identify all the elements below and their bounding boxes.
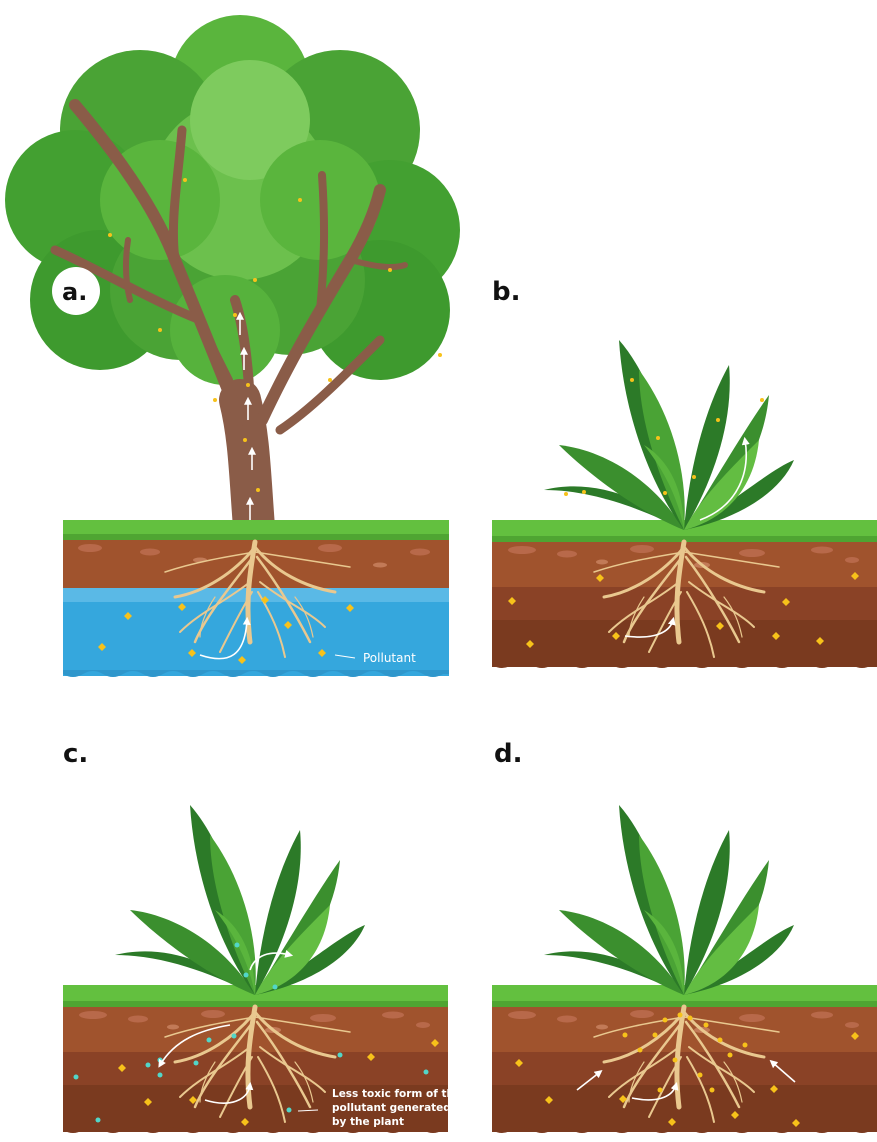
- panel-c: c. Less toxic form of the pollutant gene…: [63, 739, 461, 1133]
- panel-d: d.: [492, 739, 877, 1133]
- panel-a-letter: a.: [62, 278, 87, 306]
- panel-b: b.: [492, 277, 877, 668]
- plant-c: [115, 805, 365, 995]
- svg-text:pollutant generated: pollutant generated: [332, 1102, 451, 1114]
- panel-a: Pollutant a.: [5, 15, 460, 677]
- plant-d: [544, 805, 794, 995]
- panel-c-letter: c.: [63, 739, 88, 769]
- plant-b: [544, 340, 794, 530]
- pollutant-label: Pollutant: [363, 651, 416, 665]
- panel-b-letter: b.: [492, 277, 521, 307]
- svg-text:by the plant: by the plant: [332, 1116, 404, 1128]
- tree-canopy: [5, 15, 460, 385]
- svg-text:Less toxic form of the: Less toxic form of the: [332, 1088, 461, 1100]
- panel-d-letter: d.: [494, 739, 523, 769]
